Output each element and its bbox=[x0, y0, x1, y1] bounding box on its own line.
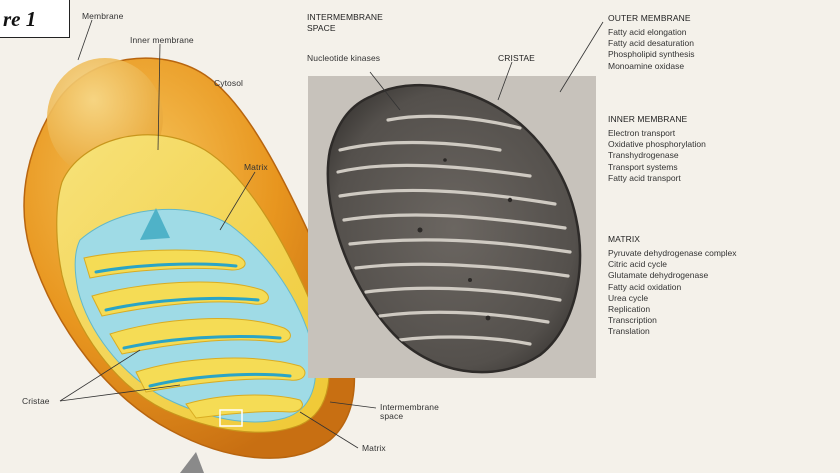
label-cytosol: Cytosol bbox=[214, 79, 243, 88]
heading-matrix: MATRIX bbox=[608, 235, 640, 244]
label-matrix-lower: Matrix bbox=[362, 444, 386, 453]
function-item: Fatty acid oxidation bbox=[608, 282, 737, 293]
function-item: Electron transport bbox=[608, 128, 706, 139]
detail-pointer bbox=[180, 452, 204, 473]
function-item: Translation bbox=[608, 326, 737, 337]
inner-membrane-functions: Electron transport Oxidative phosphoryla… bbox=[608, 128, 706, 184]
function-item: Fatty acid desaturation bbox=[608, 38, 694, 49]
label-intermembrane-space-em: INTERMEMBRANE SPACE bbox=[307, 12, 407, 34]
label-intermembrane-space: Intermembrane space bbox=[380, 403, 460, 421]
function-item: Phospholipid synthesis bbox=[608, 49, 694, 60]
label-matrix-upper: Matrix bbox=[244, 163, 268, 172]
function-item: Fatty acid elongation bbox=[608, 27, 694, 38]
label-nucleotide-kinases: Nucleotide kinases bbox=[307, 54, 380, 63]
label-cristae: Cristae bbox=[22, 397, 50, 406]
label-cristae-em: CRISTAE bbox=[498, 54, 535, 63]
function-item: Oxidative phosphorylation bbox=[608, 139, 706, 150]
function-item: Pyruvate dehydrogenase complex bbox=[608, 248, 737, 259]
heading-outer-membrane: OUTER MEMBRANE bbox=[608, 14, 691, 23]
label-inner-membrane: Inner membrane bbox=[130, 36, 194, 45]
function-item: Transport systems bbox=[608, 162, 706, 173]
mitochondrion-illustration bbox=[24, 58, 354, 473]
function-item: Glutamate dehydrogenase bbox=[608, 270, 737, 281]
function-item: Fatty acid transport bbox=[608, 173, 706, 184]
function-item: Replication bbox=[608, 304, 737, 315]
electron-micrograph bbox=[308, 76, 596, 378]
matrix-functions: Pyruvate dehydrogenase complex Citric ac… bbox=[608, 248, 737, 338]
function-item: Urea cycle bbox=[608, 293, 737, 304]
function-item: Transcription bbox=[608, 315, 737, 326]
function-item: Monoamine oxidase bbox=[608, 61, 694, 72]
heading-inner-membrane: INNER MEMBRANE bbox=[608, 115, 687, 124]
outer-membrane-functions: Fatty acid elongation Fatty acid desatur… bbox=[608, 27, 694, 72]
function-item: Citric acid cycle bbox=[608, 259, 737, 270]
figure-label: re 1 bbox=[0, 0, 70, 38]
label-membrane: Membrane bbox=[82, 12, 123, 21]
function-item: Transhydrogenase bbox=[608, 150, 706, 161]
